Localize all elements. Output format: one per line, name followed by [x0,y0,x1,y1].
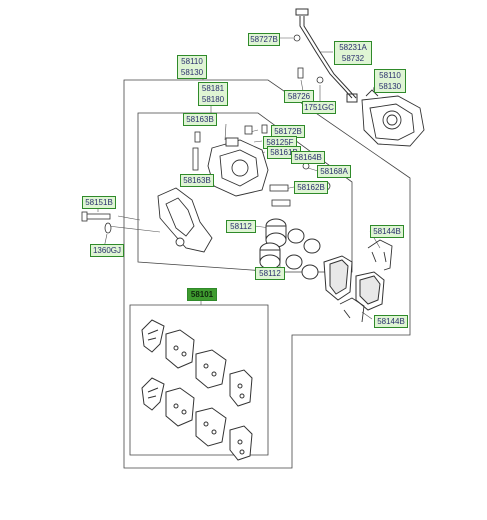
brake-pad-icons [323,255,385,311]
brake-hose [295,8,358,103]
label-58163b-lower[interactable]: 58163B [180,174,214,187]
label-58130-top: 58130 [180,68,204,77]
pad-kit-upper [141,319,253,407]
label-58726[interactable]: 58726 [284,90,314,103]
caliper-bracket-icon [157,187,213,253]
label-58168a[interactable]: 58168A [317,165,351,178]
label-58732: 58732 [341,54,365,63]
pad-clip-icons [339,239,393,323]
label-58112-upper[interactable]: 58112 [226,220,256,233]
piston-seal-icons [259,218,321,280]
label-1360gj[interactable]: 1360GJ [90,244,124,257]
caliper-assembly-icon [361,89,425,147]
caliper-housing-icon [207,137,269,197]
label-58164b[interactable]: 58164B [291,151,325,164]
label-58112-lower[interactable]: 58112 [255,267,285,280]
label-58163b-upper[interactable]: 58163B [183,113,217,126]
label-58151b[interactable]: 58151B [82,196,116,209]
caliper-frame [137,112,353,273]
label-1751gc[interactable]: 1751GC [302,101,336,114]
label-58101[interactable]: 58101 [187,288,217,301]
label-58130-right: 58130 [378,82,402,91]
bolt-58726 [297,67,304,79]
label-58727b[interactable]: 58727B [248,33,280,46]
label-58181-58180[interactable]: 58181 58180 [198,82,228,106]
pad-kit-frame [129,304,269,456]
label-58144b-lower[interactable]: 58144B [374,315,408,328]
label-58110-top: 58110 [181,57,203,66]
label-58110-right: 58110 [379,71,401,80]
label-58181: 58181 [201,84,225,93]
label-58110-58130-right[interactable]: 58110 58130 [374,69,406,93]
pad-kit-lower [141,377,253,461]
label-58231a-58732[interactable]: 58231A 58732 [334,41,372,65]
label-58110-58130-top[interactable]: 58110 58130 [177,55,207,79]
label-58231a: 58231A [339,43,367,52]
washer-1751gc [316,76,324,84]
label-58162b[interactable]: 58162B [294,181,328,194]
label-58180: 58180 [201,95,225,104]
clip-58727b [293,34,301,42]
label-58144b-upper[interactable]: 58144B [370,225,404,238]
mounting-bolt-icon [81,211,112,234]
